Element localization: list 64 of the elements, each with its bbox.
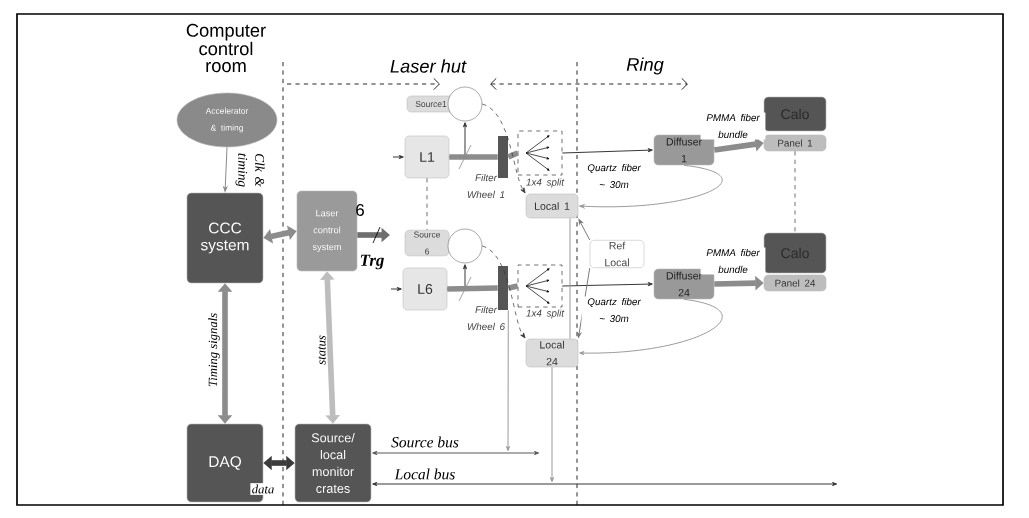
connector — [507, 150, 519, 160]
panel-box: Panel 1 — [763, 134, 827, 152]
arrow — [561, 282, 653, 287]
arrow — [506, 309, 511, 452]
area-title: Laser hut — [390, 59, 467, 73]
arrow — [372, 482, 838, 487]
crate-box: Source/ local monitor crates — [294, 423, 372, 503]
arrow — [481, 245, 526, 339]
detector-circle — [447, 86, 483, 122]
splitter-box — [517, 264, 563, 308]
arrow — [550, 366, 555, 483]
connector — [569, 217, 571, 340]
node-caption: 1x4 split — [526, 178, 565, 188]
laser-box: L1 — [404, 135, 450, 179]
arrow — [320, 271, 340, 424]
area-title: Ring — [626, 57, 664, 75]
arrow — [263, 455, 295, 471]
edge-label: Trg — [358, 253, 386, 271]
room-title: Computer control room — [186, 23, 266, 73]
node-caption: Filter Wheel 6 — [467, 305, 506, 331]
arrow — [390, 287, 402, 291]
arrow — [217, 283, 233, 424]
channel-count: 6 — [356, 204, 364, 216]
edge-label: status — [316, 333, 328, 367]
filter-wheel-bar — [498, 266, 508, 310]
arrow — [561, 148, 653, 154]
connector — [426, 177, 428, 231]
source-box: Source 6 — [404, 229, 450, 257]
arrow — [578, 219, 591, 241]
local-monitor-box: Local 24 — [525, 338, 579, 368]
arrow — [713, 136, 764, 153]
edge-label: Timing signals — [206, 311, 222, 389]
arrow — [579, 164, 723, 209]
system-box: CCC system — [186, 192, 264, 284]
arrow — [392, 155, 404, 159]
connector — [794, 150, 796, 234]
detector-circle — [447, 228, 483, 264]
arrow — [372, 451, 540, 456]
connector — [449, 154, 498, 160]
ellipse-node: Accelerator & timing — [176, 92, 278, 148]
node-caption: 1x4 split — [526, 309, 565, 319]
edge-label: data — [250, 483, 276, 495]
edge-label: Local bus — [393, 467, 457, 481]
arrow — [481, 103, 526, 194]
laser-box: L6 — [402, 267, 448, 311]
diffuser-box: Diffuser 24 — [653, 268, 715, 300]
panel-box: Panel 24 — [763, 274, 827, 292]
edge-label: PMMA fiber bundle — [700, 112, 766, 140]
edge-label: PMMA fiber bundle — [700, 247, 766, 275]
local-monitor-box: Local 1 — [525, 193, 579, 219]
edge-label: Quartz fiber ~ 30m — [581, 296, 647, 324]
connector — [447, 285, 498, 292]
edge-label: Source bus — [389, 435, 461, 449]
filter-wheel-bar — [498, 136, 508, 178]
node-caption: Filter Wheel 1 — [467, 173, 505, 199]
arrow — [223, 146, 228, 192]
reference-box: Ref Local — [589, 240, 645, 268]
arrow — [263, 225, 297, 244]
arrow — [579, 298, 723, 356]
edge-label: Quartz fiber ~ 30m — [581, 162, 647, 190]
edge-label: Clk & timing — [234, 148, 266, 192]
connector — [507, 283, 519, 291]
splitter-box — [517, 130, 563, 176]
diffuser-box: Diffuser 1 — [653, 134, 715, 166]
